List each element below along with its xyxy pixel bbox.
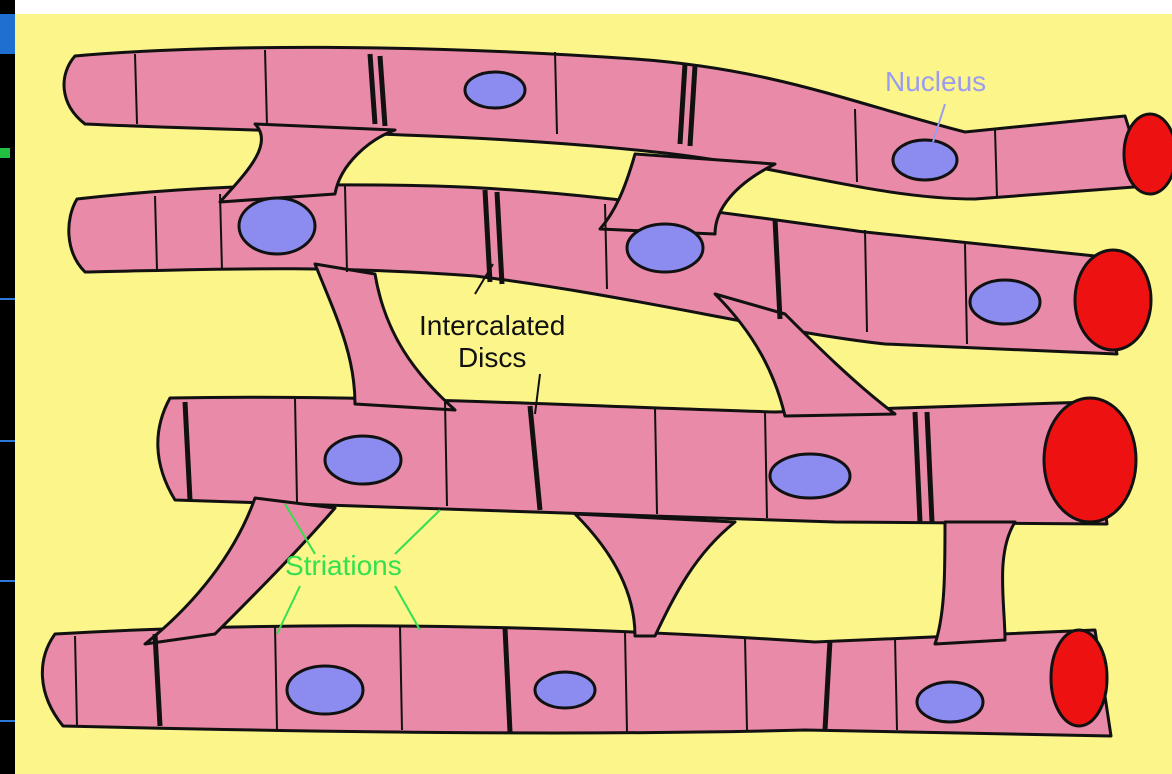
- nucleus-label: Nucleus: [885, 66, 986, 98]
- sidebar-green-marker: [0, 148, 10, 158]
- fiber-branch: [575, 514, 735, 636]
- striations-label: Striations: [285, 550, 402, 582]
- fiber-branch: [935, 522, 1015, 644]
- nucleus: [970, 280, 1040, 324]
- sidebar-tick: [0, 580, 15, 582]
- sidebar-tick: [0, 720, 15, 722]
- sidebar-tick: [0, 440, 15, 442]
- intercalated-discs-label: Intercalated Discs: [419, 310, 565, 374]
- nucleus: [287, 666, 363, 714]
- cross-section: [1124, 114, 1172, 194]
- sidebar-strip: [0, 0, 15, 774]
- nucleus: [627, 224, 703, 272]
- nucleus: [893, 140, 957, 180]
- nucleus: [917, 682, 983, 722]
- muscle-fiber-2: [69, 185, 1117, 354]
- cross-section: [1051, 630, 1107, 726]
- cross-section: [1044, 398, 1136, 522]
- nucleus: [239, 198, 315, 254]
- nucleus: [535, 672, 595, 708]
- nucleus: [770, 454, 850, 498]
- intercalated-label-line1: Intercalated: [419, 310, 565, 342]
- diagram-canvas: [15, 14, 1172, 774]
- cardiac-muscle-diagram: Nucleus Intercalated Discs Striations: [15, 14, 1172, 774]
- intercalated-label-line2: Discs: [419, 342, 565, 374]
- nucleus: [325, 436, 401, 484]
- cross-section: [1075, 250, 1151, 350]
- sidebar-top-block: [0, 14, 15, 54]
- sidebar-tick: [0, 298, 15, 300]
- nucleus: [465, 72, 525, 108]
